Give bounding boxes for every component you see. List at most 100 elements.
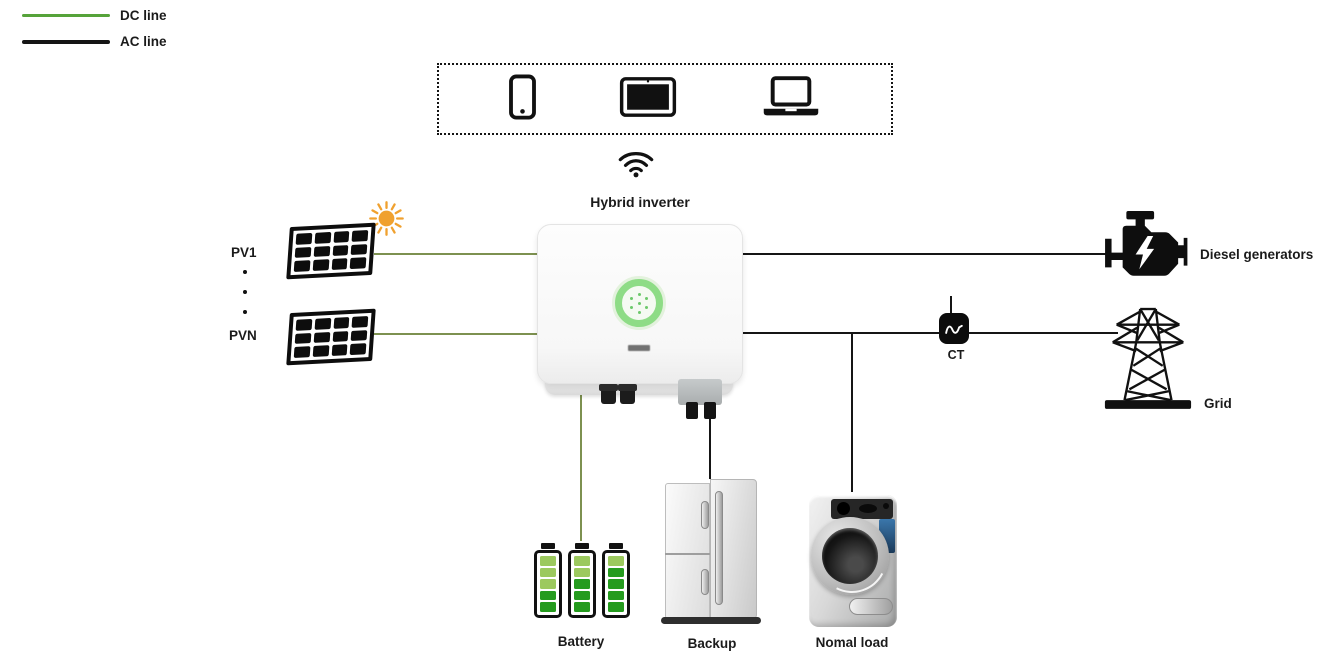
battery-segment xyxy=(574,590,590,601)
ring-dot xyxy=(629,306,633,309)
ring-dot xyxy=(637,292,641,296)
diesel-generators-label: Diesel generators xyxy=(1200,247,1314,262)
pv-cell xyxy=(294,246,312,259)
pv-cell xyxy=(350,243,368,256)
pv-cell xyxy=(293,260,311,272)
pv-cell xyxy=(314,317,331,330)
backup-label: Backup xyxy=(687,636,737,651)
pv-cell xyxy=(312,259,329,271)
ac-line-branch-to-normal-load xyxy=(851,332,853,492)
battery-cap xyxy=(541,543,555,549)
pv-ellipsis-dot xyxy=(243,270,247,274)
laptop-icon xyxy=(760,75,822,124)
pv-cell xyxy=(349,343,367,356)
battery-icon xyxy=(568,543,596,618)
diesel-generator-icon xyxy=(1098,211,1188,290)
battery-icon xyxy=(534,543,562,618)
ct-label: CT xyxy=(947,348,965,362)
washer-knob xyxy=(837,502,850,515)
fridge-handle xyxy=(715,491,723,605)
fridge-base xyxy=(661,617,761,624)
battery-segment xyxy=(540,590,556,601)
washer-door xyxy=(807,513,897,603)
battery-segment xyxy=(574,567,590,578)
battery-segment xyxy=(540,602,556,612)
pvn-panel-icon xyxy=(286,308,376,366)
inverter-status-ring xyxy=(615,279,663,327)
backup-fridge-icon xyxy=(665,479,757,619)
battery-segment xyxy=(574,556,590,566)
battery-segment xyxy=(608,567,624,578)
pv-cell xyxy=(295,232,313,245)
ac-line-sample xyxy=(22,40,110,44)
battery-segment xyxy=(608,579,624,589)
pv1-label: PV1 xyxy=(231,245,257,260)
ac-junction-box xyxy=(678,379,722,405)
dc-line-pvn-to-inverter xyxy=(374,333,542,335)
dc-line-inverter-to-battery xyxy=(580,395,582,541)
ac-line-label: AC line xyxy=(120,34,167,49)
ct-antenna xyxy=(950,296,952,314)
ring-dot xyxy=(637,301,641,305)
fridge-handle xyxy=(701,501,709,529)
pv-cell xyxy=(351,230,369,242)
pv-cell xyxy=(313,331,330,344)
smartphone-icon xyxy=(508,73,537,125)
battery-segment xyxy=(608,602,624,612)
pv-cell xyxy=(350,329,368,342)
pv-cell xyxy=(313,245,330,258)
tablet-icon xyxy=(619,76,677,122)
ring-dot xyxy=(645,306,649,309)
ct-sensor-icon xyxy=(939,313,969,344)
battery-label: Battery xyxy=(557,634,605,649)
pv-cell xyxy=(312,345,329,357)
pv1-panel-icon xyxy=(286,222,376,280)
cable-gland xyxy=(686,402,698,419)
battery-cap xyxy=(609,543,623,549)
pv-cell xyxy=(333,317,350,329)
ring-dot xyxy=(637,310,641,314)
battery-segment xyxy=(540,556,556,566)
pv-cell xyxy=(333,231,350,243)
pv-cell xyxy=(331,344,348,357)
wifi-icon xyxy=(617,147,655,183)
cable-gland xyxy=(618,384,637,404)
battery-segment xyxy=(608,556,624,566)
normal-load-label: Nomal load xyxy=(815,635,889,650)
ac-line-inverter-to-grid xyxy=(738,332,1118,334)
pvn-label: PVN xyxy=(229,328,257,343)
grid-tower-icon xyxy=(1101,303,1195,416)
battery-segment xyxy=(540,567,556,578)
pv-cell xyxy=(293,346,311,358)
normal-load-washer-icon xyxy=(807,495,897,627)
cable-gland xyxy=(599,384,618,404)
battery-segment xyxy=(540,579,556,589)
battery-segment xyxy=(574,602,590,612)
washer-drawer xyxy=(849,598,893,615)
fridge-handle xyxy=(701,569,709,595)
ring-dot xyxy=(645,297,649,300)
pv-cell xyxy=(351,316,369,328)
pv-ellipsis-dot xyxy=(243,310,247,314)
pv-cell xyxy=(314,231,331,244)
pv-cell xyxy=(332,244,349,257)
ac-line-inverter-to-diesel xyxy=(738,253,1108,255)
pv-cell xyxy=(332,330,349,343)
dc-line-sample xyxy=(22,14,110,17)
pv-ellipsis-dot xyxy=(243,290,247,294)
grid-label: Grid xyxy=(1204,396,1232,411)
sun-icon xyxy=(368,200,405,242)
ac-line-inverter-to-backup xyxy=(709,400,711,479)
monitoring-devices-box xyxy=(437,63,893,135)
pv-cell xyxy=(294,332,312,345)
battery-segment xyxy=(608,590,624,601)
battery-segment xyxy=(574,579,590,589)
pv-cell xyxy=(331,258,348,271)
brand-logo xyxy=(628,345,650,351)
hybrid-inverter-label: Hybrid inverter xyxy=(590,194,690,210)
pv-cell xyxy=(295,318,313,331)
ring-dot xyxy=(629,297,633,300)
dc-line-label: DC line xyxy=(120,8,167,23)
cable-gland xyxy=(704,402,716,419)
